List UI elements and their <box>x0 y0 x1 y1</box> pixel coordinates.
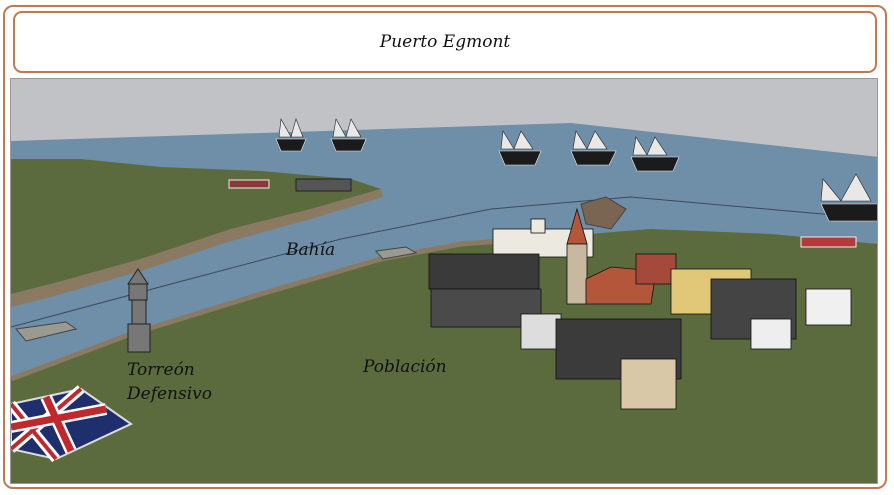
rock-island <box>580 196 627 230</box>
ship <box>570 130 617 166</box>
flag-left <box>228 179 270 189</box>
page-title: Puerto Egmont <box>379 32 511 52</box>
map-scene: Bahía Torreón Defensivo Población <box>10 78 878 484</box>
ship <box>275 118 307 152</box>
label-tower-line2: Defensivo <box>127 384 212 404</box>
pier-right <box>375 246 418 260</box>
label-town: Población <box>363 357 447 377</box>
label-tower-line1: Torreón <box>127 360 195 380</box>
ship <box>498 130 542 166</box>
union-flag-icon <box>11 385 133 463</box>
scene-illustration <box>11 118 877 483</box>
flag-right <box>800 236 857 248</box>
title-box: Puerto Egmont <box>13 11 877 73</box>
fort <box>295 178 352 192</box>
ship <box>630 136 680 172</box>
ship <box>330 118 367 152</box>
ships <box>275 118 877 222</box>
main-land <box>11 229 877 483</box>
pier-left <box>15 321 78 342</box>
defensive-tower <box>127 268 151 353</box>
label-bay: Bahía <box>286 240 336 260</box>
left-shore-beach <box>11 189 383 307</box>
outer-frame <box>3 5 887 489</box>
town-buildings <box>428 207 852 410</box>
ship <box>820 173 877 222</box>
left-shore-land <box>11 159 381 294</box>
